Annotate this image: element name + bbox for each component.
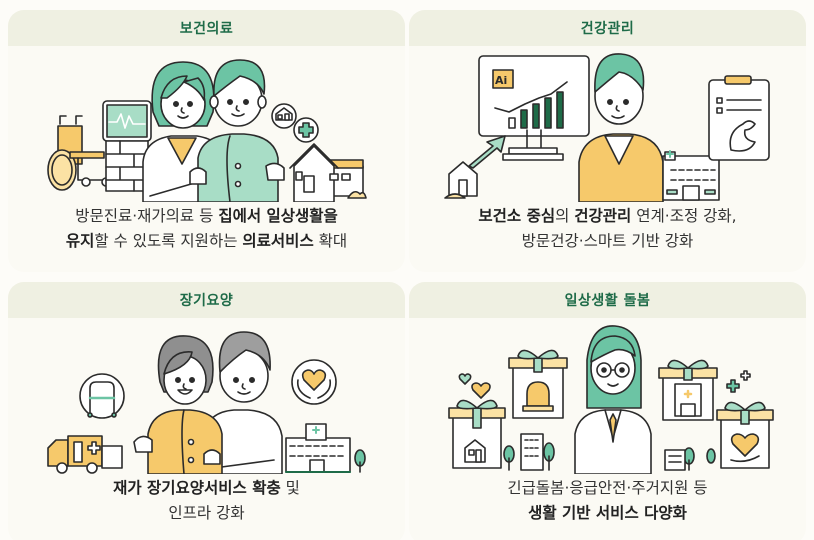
gift-box-hospital-icon: [658, 359, 718, 421]
card-daily-living-care: 일상생활 돌봄: [409, 282, 806, 540]
walker-icon: [79, 373, 125, 419]
wheelchair-icon: [47, 115, 111, 191]
elderly-woman-figure: [133, 335, 223, 474]
description-line-2: 인프라 강화: [168, 504, 245, 522]
heart-hands-icon: [291, 359, 337, 405]
ambulance-icon: [47, 435, 123, 474]
card-description: 보건소 중심의 건강관리 연계·조정 강화, 방문건강·스마트 기반 강화: [409, 204, 806, 254]
svg-text:Ai: Ai: [495, 74, 507, 87]
description-line-2: 유지할 수 있도록 지원하는 의료서비스 확대: [65, 232, 348, 250]
description-line-1: 방문진료·재가의료 등 집에서 일상생활을: [75, 207, 338, 225]
card-title: 보건의료: [8, 10, 405, 46]
description-line-2: 방문건강·스마트 기반 강화: [521, 232, 694, 250]
card-description: 방문진료·재가의료 등 집에서 일상생활을 유지할 수 있도록 지원하는 의료서…: [8, 204, 405, 254]
card-description: 긴급돌봄·응급안전·주거지원 등 생활 기반 서비스 다양화: [409, 476, 806, 526]
house-icon: [444, 161, 478, 199]
gift-box-heart-icon: [716, 401, 774, 469]
healthcare-illustration: [8, 46, 405, 202]
hospital-icon: [285, 423, 351, 473]
card-title: 장기요양: [8, 282, 405, 318]
growth-arrow-icon: [468, 135, 506, 169]
tree-icon: [354, 449, 366, 473]
card-title: 일상생활 돌봄: [409, 282, 806, 318]
daily-living-care-illustration: [409, 318, 806, 474]
building-icon: [520, 433, 544, 471]
hospital-icon: [662, 150, 720, 201]
ai-monitor-chart-icon: Ai: [478, 55, 590, 161]
medical-cross-icon: [293, 117, 319, 143]
card-title: 건강관리: [409, 10, 806, 46]
description-line-1: 긴급돌봄·응급안전·주거지원 등: [507, 479, 708, 497]
plus-icon: [726, 370, 751, 393]
gift-box-alarm-icon: [508, 349, 568, 419]
health-management-illustration: Ai: [409, 46, 806, 202]
card-description: 재가 장기요양서비스 확충 및 인프라 강화: [8, 476, 405, 526]
gift-box-home-icon: [448, 399, 506, 469]
description-line-2: 생활 기반 서비스 다양화: [528, 504, 687, 522]
card-long-term-care: 장기요양: [8, 282, 405, 540]
home-icon: [271, 103, 297, 129]
card-healthcare: 보건의료: [8, 10, 405, 272]
doctor-with-glasses-figure: [574, 325, 652, 474]
description-line-1: 보건소 중심의 건강관리 연계·조정 강화,: [478, 207, 737, 225]
description-line-1: 재가 장기요양서비스 확충 및: [113, 479, 300, 497]
person-figure: [578, 53, 664, 202]
building-icon: [664, 449, 686, 471]
heart-icon: [458, 373, 491, 399]
caregiver-figure: [203, 331, 283, 474]
heart-monitor-icon: [102, 100, 152, 192]
long-term-care-illustration: [8, 318, 405, 474]
card-health-management: 건강관리 Ai: [409, 10, 806, 272]
house-icon: [289, 143, 367, 202]
patient-figure: [189, 59, 285, 202]
clipboard-icon: [708, 75, 770, 161]
